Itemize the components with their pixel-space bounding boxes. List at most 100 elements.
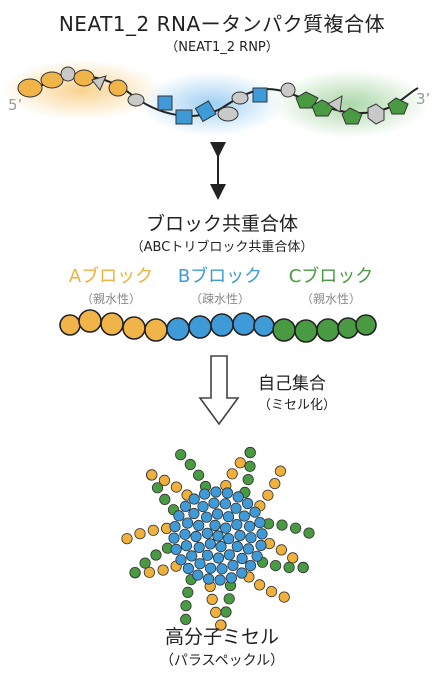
micelle-bead-c xyxy=(297,561,309,574)
block-b-label: Bブロック （疎水性） xyxy=(168,262,272,307)
micelle-bead-c xyxy=(129,566,141,579)
block-c-property: （親水性） xyxy=(300,292,361,306)
micelle-bead-b xyxy=(190,530,202,543)
micelle-bead-b xyxy=(238,510,250,522)
blue-square-protein xyxy=(157,95,173,111)
micelle-bead-a xyxy=(287,552,299,564)
micelle-bead-a xyxy=(278,591,290,603)
micelle-bead-a xyxy=(157,564,169,576)
micelle-bead-a xyxy=(158,474,171,486)
micelle-bead-b xyxy=(201,527,213,539)
micelle-bead-b xyxy=(220,522,232,534)
bead-c xyxy=(337,317,359,339)
rnp-title: NEAT1_2 RNAータンパク質複合体 xyxy=(58,12,386,36)
micelle-bead-b xyxy=(204,538,216,550)
micelle-bead-b xyxy=(194,558,206,570)
bead-b xyxy=(210,313,234,337)
micelle-bead-b xyxy=(168,532,180,544)
glow-c xyxy=(272,70,428,138)
micelle-bead-a xyxy=(265,585,278,598)
micelle-bead-b xyxy=(211,508,224,520)
micelle-bead-c xyxy=(182,586,194,599)
bead-a xyxy=(100,312,124,336)
micelle-bead-b xyxy=(234,529,246,542)
micelle-bead-c xyxy=(269,559,282,572)
gray-protein xyxy=(280,82,296,98)
micelle-bead-c xyxy=(150,549,162,561)
gray-protein xyxy=(127,93,145,107)
micelle-bead-a xyxy=(121,533,133,545)
bead-a xyxy=(122,316,146,340)
micelle-bead-b xyxy=(201,549,214,561)
micelle-bead-a xyxy=(206,593,218,606)
gray-triangle-protein xyxy=(91,75,107,91)
blue-square-protein xyxy=(194,100,217,123)
copolymer-subtitle: （ABCトリブロック共重合体） xyxy=(130,240,314,255)
micelle-bead-b xyxy=(205,562,217,574)
orange-protein xyxy=(17,78,43,98)
micelle-bead-c xyxy=(244,446,256,459)
block-a-label: Aブロック （親水性） xyxy=(56,262,166,307)
micelle-bead-b xyxy=(255,539,267,552)
micelle-bead-b xyxy=(214,574,226,586)
bead-c xyxy=(355,314,377,336)
micelle-bead-c xyxy=(184,458,196,471)
green-pentagon-protein xyxy=(295,91,319,109)
micelle-bead-a xyxy=(262,489,274,501)
micelle-bead-b xyxy=(197,500,209,513)
micelle-bead-b xyxy=(222,511,235,523)
blue-square-protein xyxy=(175,109,193,125)
micelle-bead-b xyxy=(173,510,185,522)
micelle-bead-b xyxy=(210,486,222,498)
glow-a xyxy=(2,60,162,120)
micelle-bead-a xyxy=(234,457,246,469)
block-c-name: Cブロック xyxy=(288,266,374,287)
self-assembly-sublabel: （ミセル化） xyxy=(258,398,337,413)
micelle-bead-b xyxy=(251,550,263,562)
micelle-bead-c xyxy=(242,473,254,486)
micelle-bead-a xyxy=(134,528,146,540)
micelle-bead-b xyxy=(212,552,225,564)
micelle-bead-b xyxy=(219,498,231,510)
gray-protein xyxy=(217,106,239,122)
micelle-bead-b xyxy=(188,493,200,505)
micelle-bead-b xyxy=(203,573,215,585)
micelle-bead-c xyxy=(159,493,171,505)
micelle-bead-b xyxy=(227,559,239,572)
micelle-bead-c xyxy=(151,482,164,494)
micelle-bead-c xyxy=(180,600,192,612)
micelle-bead-a xyxy=(274,465,286,477)
micelle-bead-b xyxy=(212,530,224,542)
micelle-bead-b xyxy=(242,543,254,555)
micelle-bead-b xyxy=(179,500,192,512)
gray-protein xyxy=(231,91,249,105)
micelle-bead-b xyxy=(179,528,191,540)
micelle-bead-c xyxy=(244,460,256,472)
micelle-bead-b xyxy=(236,567,248,579)
micelle-subtitle: （パラスペックル） xyxy=(159,653,285,669)
green-pentagon-protein xyxy=(387,97,409,115)
bead-chain xyxy=(59,309,377,343)
bead-a xyxy=(78,309,102,333)
micelle-bead-c xyxy=(223,593,235,605)
micelle-bead-b xyxy=(199,488,211,500)
micelle-bead-b xyxy=(242,497,254,510)
hollow-down-arrow-icon xyxy=(198,355,240,426)
micelle-bead-b xyxy=(193,541,205,554)
block-b-name: Bブロック xyxy=(177,266,263,287)
micelle-bead-a xyxy=(226,468,238,480)
micelle-bead-c xyxy=(139,557,151,569)
micelle-bead-c xyxy=(180,613,192,626)
micelle-bead-b xyxy=(175,554,187,566)
micelle-bead-b xyxy=(169,520,181,533)
micelle-bead-b xyxy=(223,533,235,545)
bead-b xyxy=(166,317,190,341)
micelle-bead-b xyxy=(254,516,266,529)
micelle-bead-b xyxy=(223,549,235,561)
micelle-bead-a xyxy=(210,606,222,619)
orange-protein xyxy=(40,71,64,89)
gray-triangle-protein xyxy=(327,95,343,113)
micelle-bead-a xyxy=(215,619,227,631)
bead-b xyxy=(232,312,256,336)
micelle-bead-b xyxy=(231,518,243,531)
